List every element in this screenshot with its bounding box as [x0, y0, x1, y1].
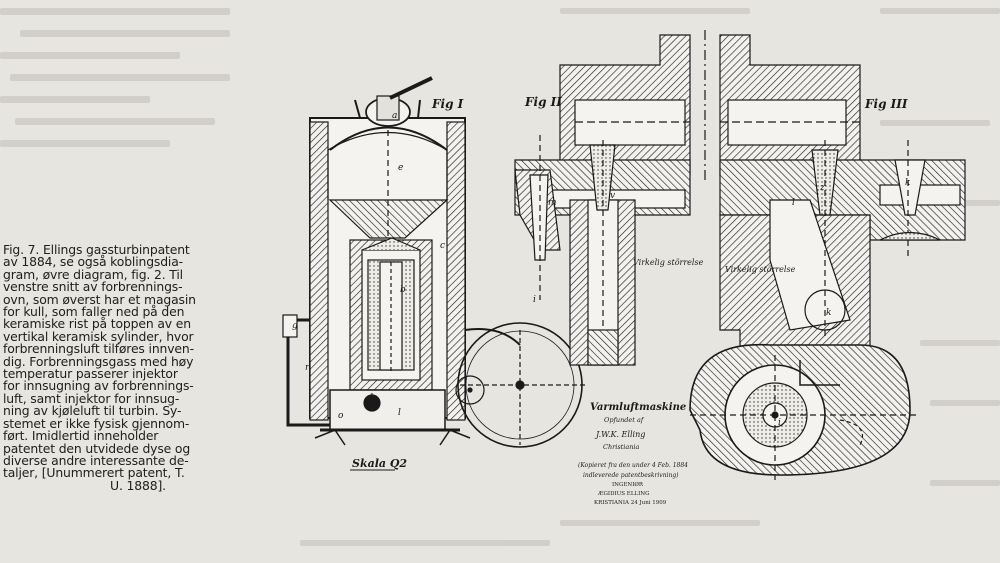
caption-line: ning av kjøleluft til turbin. Sy-	[3, 403, 182, 419]
section-label-left: Virkelig störrelse	[633, 258, 704, 267]
figure-caption: Fig. 7. Ellings gassturbinpatent av 1884…	[3, 242, 273, 493]
title-block-line: Opfundet af	[604, 416, 645, 424]
letter-label: b	[400, 285, 406, 295]
caption-line: av 1884, se også koblingsdia-	[3, 254, 183, 270]
caption-line: keramiske rist på toppen av en	[3, 316, 191, 332]
scale-label: Skala Q2	[352, 457, 407, 470]
caption-line: ført. Imidlertid inneholder	[3, 428, 159, 444]
caption-line: diverse andre interessante de-	[3, 452, 189, 468]
title-block-line: Christiania	[603, 443, 640, 451]
caption-line: for kull, som faller ned på den	[3, 304, 185, 320]
letter-label: k	[905, 178, 910, 188]
caption-line: for innsugning av forbrennings-	[3, 378, 194, 394]
caption-line: gram, øvre diagram, fig. 2. Til	[3, 266, 183, 282]
letter-label: i	[778, 418, 781, 428]
letter-label: r	[305, 363, 310, 373]
caption-line: dig. Forbrenningsgass med høy	[3, 353, 194, 369]
letter-label: l	[398, 408, 401, 418]
caption-line: forbrenningsluft tilføres innven-	[3, 341, 194, 357]
title-block-line: J.W.K. Elling	[594, 430, 645, 439]
caption-line: luft, samt injektor for innsug-	[3, 390, 180, 406]
caption-line: temperatur passerer injektor	[3, 366, 178, 382]
letter-label: e	[398, 163, 403, 173]
letter-label: k	[826, 308, 831, 318]
title-block-date: KRISTIANIA 24 Juni 1909	[594, 500, 667, 506]
fig3-section	[689, 34, 966, 480]
title-block-title: Varmluftmaskine	[590, 402, 686, 413]
caption-line: stemet er ikke fysisk gjennom-	[3, 415, 190, 431]
letter-label: c	[440, 241, 445, 251]
caption-line: venstre snitt av forbrennings-	[3, 279, 183, 295]
title-block-engineer: ÆGIDIUS ELLING	[597, 491, 650, 497]
engineering-drawing: Fig I Fig II Fig III Skala Q2 Virkelig s…	[282, 30, 966, 506]
section-label-right: Virkelig störrelse	[725, 265, 796, 274]
caption-line: Fig. 7. Ellings gassturbinpatent	[3, 242, 190, 257]
letter-label: g	[292, 321, 298, 331]
fig1-label: Fig I	[431, 97, 464, 111]
letter-label: i	[533, 295, 536, 305]
letter-label: a	[392, 111, 397, 121]
title-block-note: (Kopieret fra den under 4 Feb. 1884	[578, 462, 688, 469]
letter-label: h	[370, 393, 376, 403]
fig2-section	[514, 34, 691, 370]
caption-line: patentet den utvidede dyse og	[3, 440, 191, 456]
fig3-label: Fig III	[864, 97, 908, 111]
letter-label: l	[792, 198, 795, 208]
letter-label: z	[819, 183, 825, 193]
caption-line: vertikal keramisk sylinder, hvor	[3, 328, 194, 344]
caption-line: ovn, som øverst har et magasin	[3, 291, 196, 307]
title-block: Varmluftmaskine Opfundet af J.W.K. Ellin…	[578, 402, 688, 506]
caption-line: taljer, [Unummerert patent, T.	[3, 465, 185, 481]
letter-label: v	[610, 191, 615, 201]
fig2-label: Fig II	[524, 95, 562, 109]
letter-label: m	[548, 198, 557, 208]
caption-line: U. 1888].	[110, 477, 166, 493]
fig1-furnace	[282, 76, 585, 471]
title-block-note: indleverede patentbeskrivning)	[583, 472, 679, 479]
letter-label: o	[338, 411, 344, 421]
title-block-engineer: INGENIØR	[612, 481, 644, 488]
